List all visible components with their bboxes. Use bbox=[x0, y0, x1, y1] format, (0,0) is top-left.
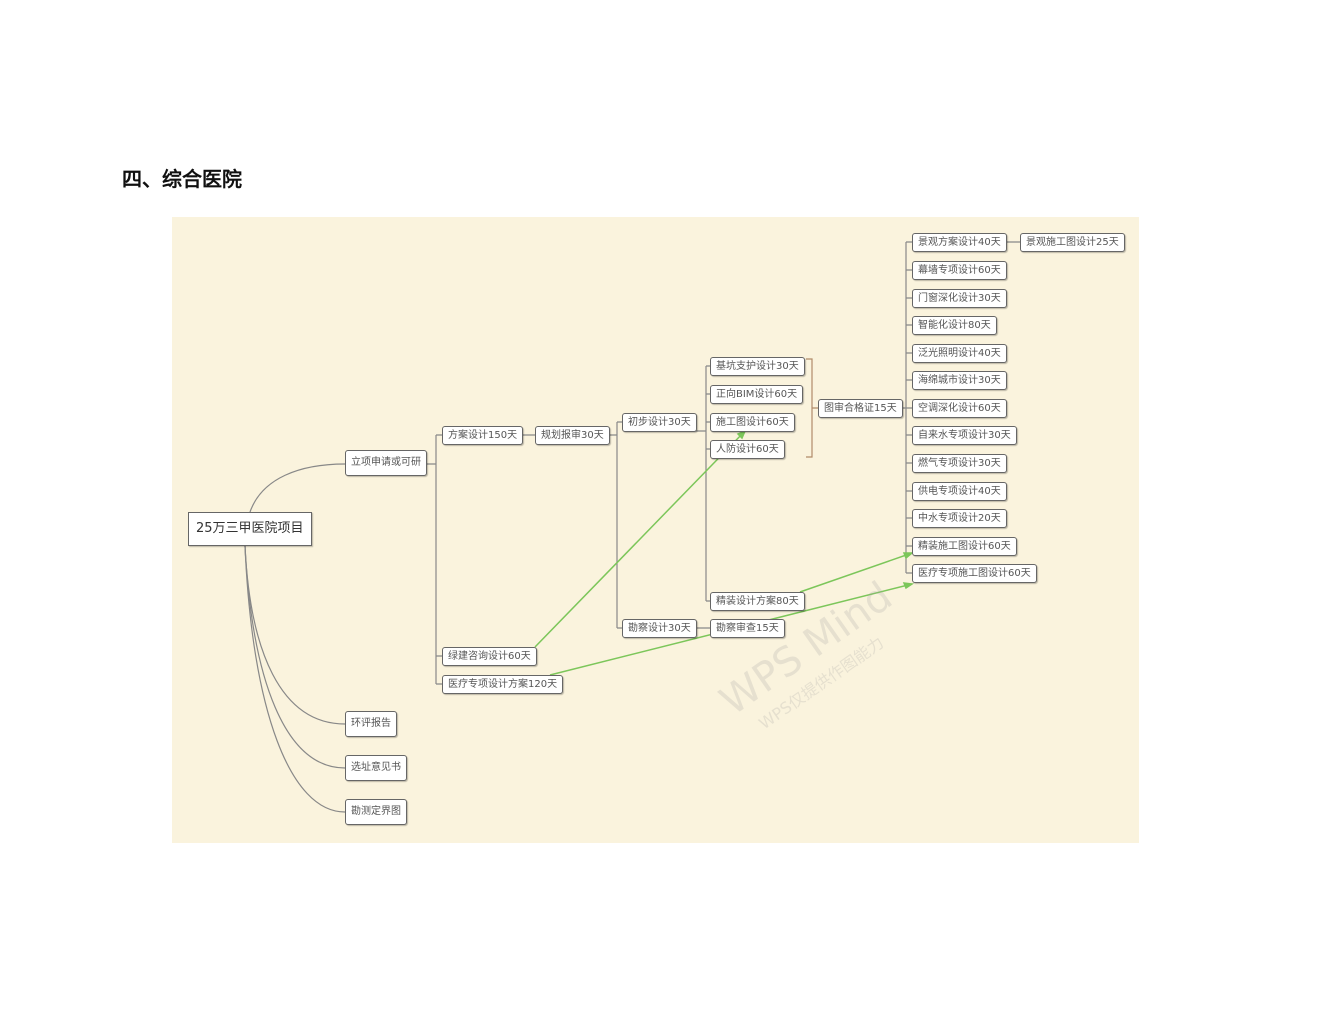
mindmap-node[interactable]: 规划报审30天 bbox=[535, 426, 610, 445]
mindmap-node[interactable]: 正向BIM设计60天 bbox=[710, 385, 804, 404]
connector bbox=[244, 545, 346, 769]
mindmap-node[interactable]: 绿建咨询设计60天 bbox=[442, 647, 537, 666]
bracket bbox=[806, 358, 818, 458]
mindmap-node[interactable]: 中水专项设计20天 bbox=[912, 509, 1007, 528]
mindmap-node[interactable]: 初步设计30天 bbox=[622, 413, 697, 432]
mindmap-node[interactable]: 海绵城市设计30天 bbox=[912, 371, 1007, 390]
root-node[interactable]: 25万三甲医院项目 bbox=[188, 512, 312, 546]
mindmap-node[interactable]: 人防设计60天 bbox=[710, 440, 785, 459]
mindmap-node[interactable]: 精装施工图设计60天 bbox=[912, 537, 1017, 556]
connector bbox=[244, 545, 346, 725]
connector bbox=[520, 421, 622, 629]
mindmap-node[interactable]: 勘测定界图 bbox=[345, 799, 407, 825]
mindmap-node[interactable]: 施工图设计60天 bbox=[710, 413, 795, 432]
mindmap-node[interactable]: 基坑支护设计30天 bbox=[710, 357, 805, 376]
mindmap-node[interactable]: 自来水专项设计30天 bbox=[912, 426, 1017, 445]
mindmap-node[interactable]: 勘察设计30天 bbox=[622, 619, 697, 638]
mindmap-node[interactable]: 勘察审查15天 bbox=[710, 619, 785, 638]
connector bbox=[426, 434, 442, 685]
mindmap-node[interactable]: 图审合格证15天 bbox=[818, 399, 903, 418]
connector bbox=[249, 463, 346, 513]
mindmap-node[interactable]: 智能化设计80天 bbox=[912, 316, 997, 335]
mindmap-node[interactable]: 选址意见书 bbox=[345, 755, 407, 781]
connector bbox=[694, 365, 710, 629]
link-arrow bbox=[799, 552, 913, 593]
mindmap-node[interactable]: 景观方案设计40天 bbox=[912, 233, 1007, 252]
mindmap-node[interactable]: 医疗专项施工图设计60天 bbox=[912, 564, 1037, 583]
mindmap-node[interactable]: 环评报告 bbox=[345, 711, 397, 737]
mindmap-node[interactable]: 幕墙专项设计60天 bbox=[912, 261, 1007, 280]
mindmap-node[interactable]: 景观施工图设计25天 bbox=[1020, 233, 1125, 252]
mindmap-node[interactable]: 燃气专项设计30天 bbox=[912, 454, 1007, 473]
link-arrow bbox=[534, 430, 746, 648]
mindmap-node[interactable]: 门窗深化设计30天 bbox=[912, 289, 1007, 308]
mindmap-node[interactable]: 立项申请或可研 bbox=[345, 450, 427, 476]
mindmap-node[interactable]: 空调深化设计60天 bbox=[912, 399, 1007, 418]
connector-lines bbox=[244, 241, 1020, 813]
mindmap-node[interactable]: 泛光照明设计40天 bbox=[912, 344, 1007, 363]
mindmap-node[interactable]: 精装设计方案80天 bbox=[710, 592, 805, 611]
connector bbox=[244, 545, 346, 813]
section-heading: 四、综合医院 bbox=[122, 167, 242, 191]
mindmap-node[interactable]: 医疗专项设计方案120天 bbox=[442, 675, 564, 694]
mindmap-node[interactable]: 供电专项设计40天 bbox=[912, 482, 1007, 501]
mindmap-node[interactable]: 方案设计150天 bbox=[442, 426, 524, 445]
